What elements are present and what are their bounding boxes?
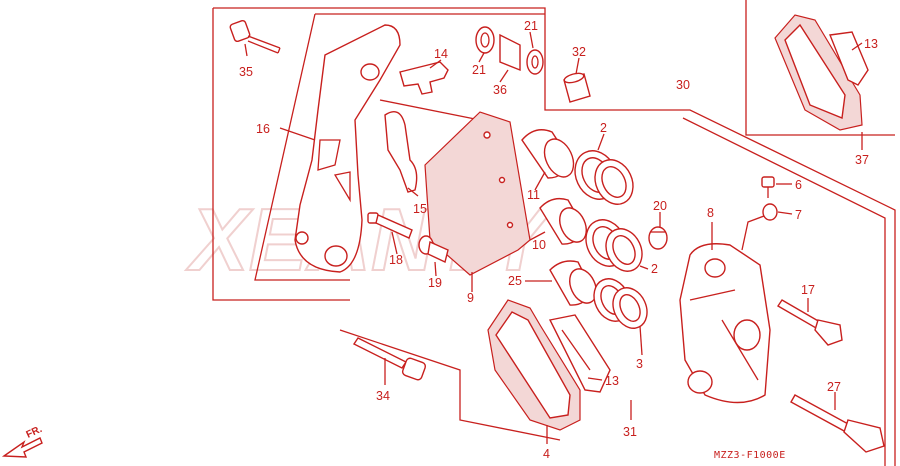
callout-35: 35 — [239, 65, 253, 79]
diagram-code: MZZ3-F1000E — [714, 450, 786, 461]
callout-15: 15 — [413, 202, 427, 216]
leader-lines — [244, 31, 863, 444]
callout-18: 18 — [389, 253, 403, 267]
part-37-brake-pads-inset — [774, 14, 863, 131]
part-16-caliper-bracket — [294, 24, 401, 273]
part-27-pin-bolt — [790, 394, 885, 453]
callout-37: 37 — [855, 153, 869, 167]
callout-3: 3 — [636, 357, 643, 371]
front-direction-indicator: FR. — [1, 424, 44, 458]
callout-25: 25 — [508, 274, 522, 288]
callout-4: 4 — [543, 447, 550, 461]
callout-21-upper: 21 — [524, 19, 538, 33]
callout-36: 36 — [493, 83, 507, 97]
callout-17: 17 — [801, 283, 815, 297]
callout-19: 19 — [428, 276, 442, 290]
part-35-bolt — [229, 19, 281, 54]
part-2-piston-seal-lower — [585, 219, 643, 272]
callout-2-upper: 2 — [600, 121, 607, 135]
callout-27: 27 — [827, 380, 841, 394]
part-13-pad-shim-inset — [829, 31, 869, 86]
part-4-brake-pads — [487, 299, 581, 431]
arrow-icon — [1, 437, 43, 458]
part-14-pad-spring — [399, 61, 449, 95]
part-13-pad-shim-lower — [548, 314, 611, 393]
callout-7: 7 — [795, 208, 802, 222]
callout-2-lower: 2 — [651, 262, 658, 276]
part-10-piston — [539, 197, 587, 245]
callout-labels: 35 16 14 21 21 36 32 30 13 37 2 11 15 20… — [239, 19, 878, 461]
callout-6: 6 — [795, 178, 802, 192]
callout-34: 34 — [376, 389, 390, 403]
callout-11: 11 — [527, 188, 540, 202]
callout-10: 10 — [532, 238, 546, 252]
part-21-36-seals-bearing — [475, 26, 544, 75]
callout-14: 14 — [434, 47, 448, 61]
part-18-pin-bolt — [367, 212, 413, 239]
callout-13-inset: 13 — [864, 37, 878, 51]
part-34-bolt — [352, 337, 427, 381]
callout-20: 20 — [653, 199, 667, 213]
callout-16: 16 — [256, 122, 270, 136]
part-19-boot — [418, 235, 449, 263]
part-20-bleeder-cap — [648, 226, 668, 250]
callout-13-lower: 13 — [605, 374, 619, 388]
callout-9: 9 — [467, 291, 474, 305]
callout-31: 31 — [623, 425, 637, 439]
part-2-piston-seal-upper — [574, 150, 634, 205]
part-3-piston-seal — [593, 278, 648, 329]
part-11-piston — [521, 129, 575, 179]
callout-8: 8 — [707, 206, 714, 220]
part-15-pad-retainer — [384, 111, 418, 193]
part-6-bleeder-screw — [761, 176, 775, 198]
part-17-pin-bolt — [777, 299, 843, 346]
part-8-caliper-body — [679, 243, 771, 404]
callout-32: 32 — [572, 45, 586, 59]
assembly-frames — [212, 0, 896, 466]
part-7-bleeder-cap — [741, 203, 778, 251]
callout-21-lower: 21 — [472, 63, 486, 77]
callout-30: 30 — [676, 78, 690, 92]
part-32-sleeve — [563, 72, 591, 103]
part-25-piston — [549, 260, 597, 306]
direction-label: FR. — [25, 424, 44, 441]
